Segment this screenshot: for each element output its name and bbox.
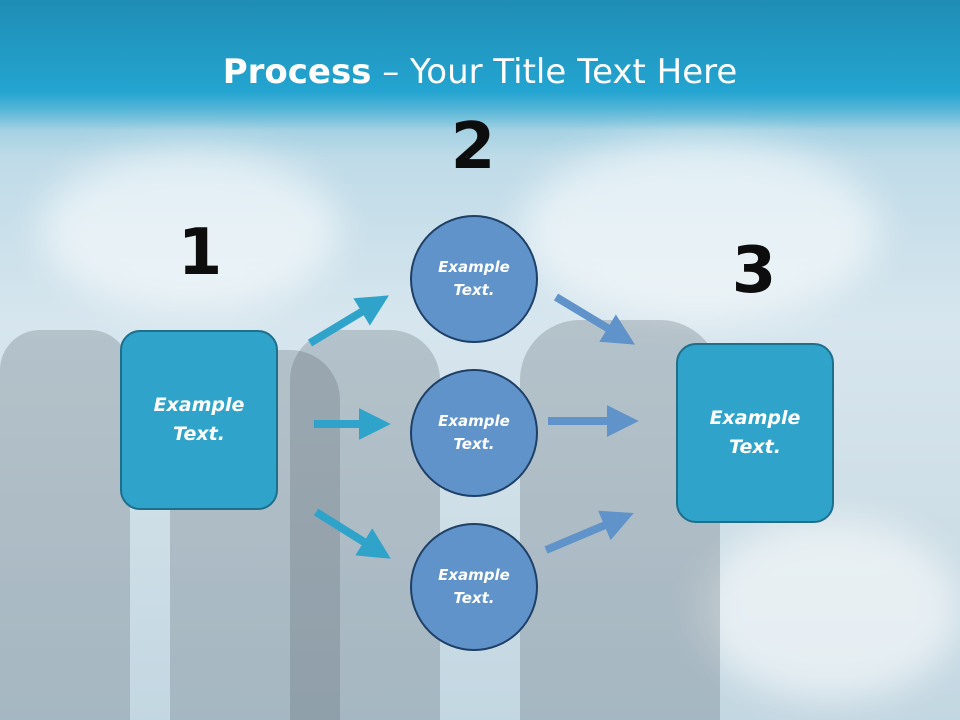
title-rest: – Your Title Text Here <box>371 52 738 92</box>
circle-bottom-text: Example Text. <box>438 566 510 607</box>
slide-title: Process – Your Title Text Here <box>0 52 960 92</box>
graduate-silhouette <box>0 330 130 720</box>
circle-middle-text: Example Text. <box>438 412 510 453</box>
left-box-text: Example Text. <box>153 394 245 445</box>
cloud-shape <box>520 140 880 320</box>
title-bold: Process <box>222 52 372 92</box>
right-box-text: Example Text. <box>709 407 801 458</box>
step-number-3: 3 <box>731 234 777 308</box>
step-number-2: 2 <box>450 110 496 184</box>
right-process-box: Example Text. <box>676 343 834 523</box>
circle-bottom: Example Text. <box>410 523 538 651</box>
circle-top-text: Example Text. <box>438 258 510 299</box>
circle-middle: Example Text. <box>410 369 538 497</box>
circle-top: Example Text. <box>410 215 538 343</box>
cloud-shape <box>40 150 340 310</box>
arrow-to-bottom-circle <box>313 508 391 559</box>
arrow-from-bottom-circle <box>544 510 634 554</box>
graduate-silhouette <box>290 330 440 720</box>
arrow-to-top-circle <box>307 295 389 347</box>
header-band <box>0 0 960 130</box>
step-number-1: 1 <box>177 216 223 290</box>
left-process-box: Example Text. <box>120 330 278 510</box>
cloud-shape <box>700 520 960 700</box>
arrow-from-top-circle <box>553 293 635 345</box>
